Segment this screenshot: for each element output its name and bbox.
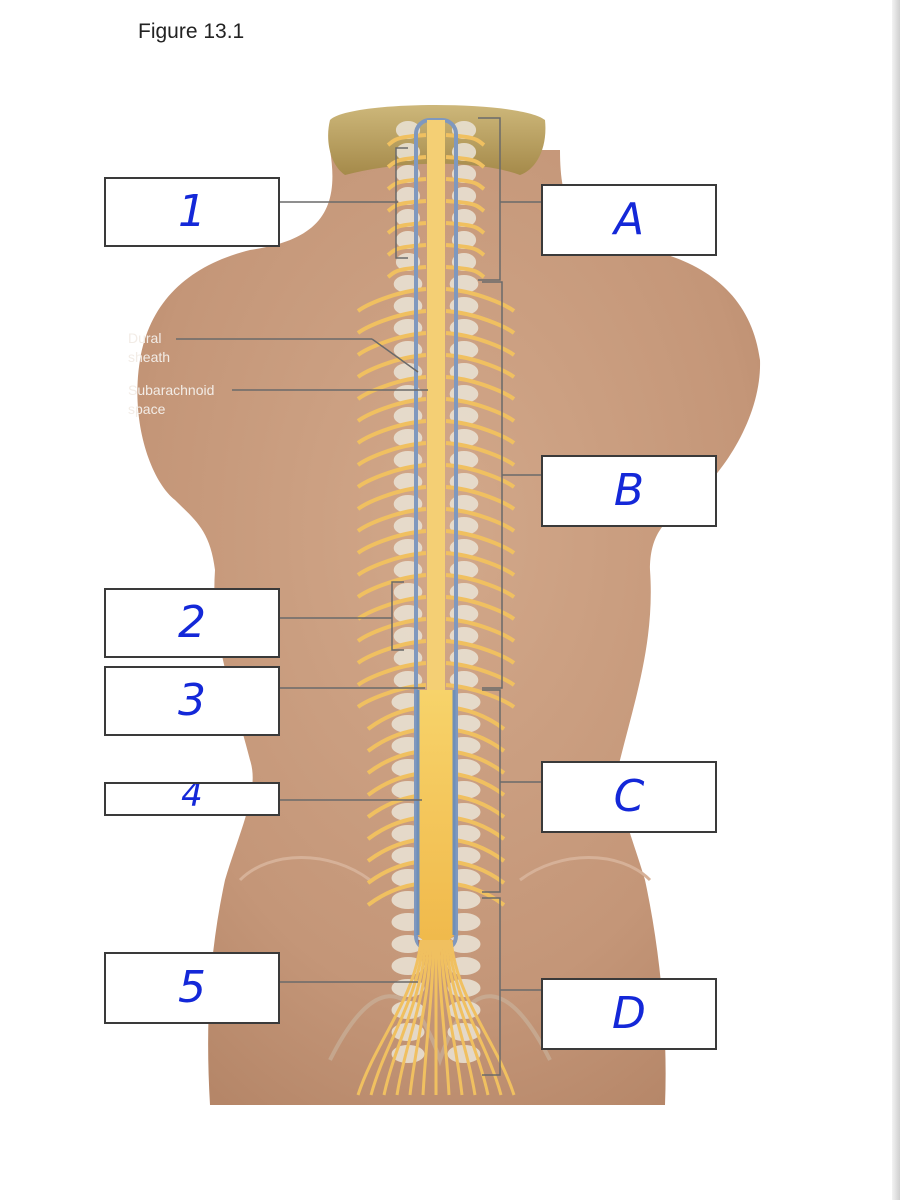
label-1-text: 1 — [178, 186, 206, 237]
label-box-a[interactable]: A — [541, 184, 717, 256]
label-box-4[interactable]: 4 — [104, 782, 280, 816]
label-box-d[interactable]: D — [541, 978, 717, 1050]
label-d-text: D — [612, 988, 646, 1039]
figure-title: Figure 13.1 — [138, 20, 245, 43]
cauda-equina — [356, 939, 516, 1096]
label-b-text: B — [613, 465, 645, 516]
spinal-nerve-left — [386, 155, 427, 169]
label-2-text: 2 — [178, 597, 206, 648]
cauda-strand — [449, 939, 516, 1096]
spinal-nerve-right — [445, 155, 486, 169]
label-box-2[interactable]: 2 — [104, 588, 280, 658]
spinal-nerve-right — [445, 221, 486, 235]
label-c-text: C — [613, 771, 645, 822]
label-4-text: 4 — [181, 782, 203, 815]
region-brackets — [478, 117, 541, 1076]
spinal-nerve-right — [445, 265, 486, 279]
cauda-strand — [356, 939, 423, 1096]
cauda-strand — [382, 939, 428, 1096]
spinal-nerve-left — [386, 221, 427, 235]
cauda-strand — [369, 939, 425, 1096]
vertebra-right — [447, 1023, 481, 1041]
cauda-strand — [395, 939, 430, 1096]
spinal-nerve-left — [386, 199, 427, 213]
label-box-b[interactable]: B — [541, 455, 717, 527]
label-box-1[interactable]: 1 — [104, 177, 280, 247]
label-box-c[interactable]: C — [541, 761, 717, 833]
spinal-nerve-right — [445, 199, 486, 213]
cauda-strand — [444, 939, 490, 1096]
spinal-nerve-left — [386, 265, 427, 279]
torso-shape — [137, 150, 761, 1105]
spinal-cord — [427, 120, 445, 690]
label-3-text: 3 — [178, 675, 206, 726]
cauda-strand — [439, 939, 464, 1096]
spinal-nerve-right — [445, 133, 486, 147]
conus-cauda — [418, 690, 454, 955]
cauda-strand — [408, 939, 433, 1096]
spinal-nerve-left — [386, 177, 427, 191]
cauda-strand — [421, 939, 435, 1096]
page-edge — [892, 0, 900, 1200]
spinal-nerve-left — [386, 133, 427, 147]
cauda-strand — [442, 939, 477, 1096]
vertebra-left — [391, 1023, 425, 1041]
spinal-nerve-right — [445, 243, 486, 257]
label-5-text: 5 — [178, 962, 206, 1013]
leader-lines-left — [176, 147, 428, 983]
label-box-3[interactable]: 3 — [104, 666, 280, 736]
cauda-strand — [447, 939, 503, 1096]
label-box-5[interactable]: 5 — [104, 952, 280, 1024]
spinal-nerve-right — [445, 177, 486, 191]
label-a-text: A — [613, 194, 645, 245]
cauda-strand — [437, 939, 451, 1096]
dural-sheath-label: Dural sheath — [128, 330, 171, 365]
spinal-nerve-left — [386, 243, 427, 257]
subarachnoid-space-label: Subarachnoid space — [128, 382, 215, 417]
